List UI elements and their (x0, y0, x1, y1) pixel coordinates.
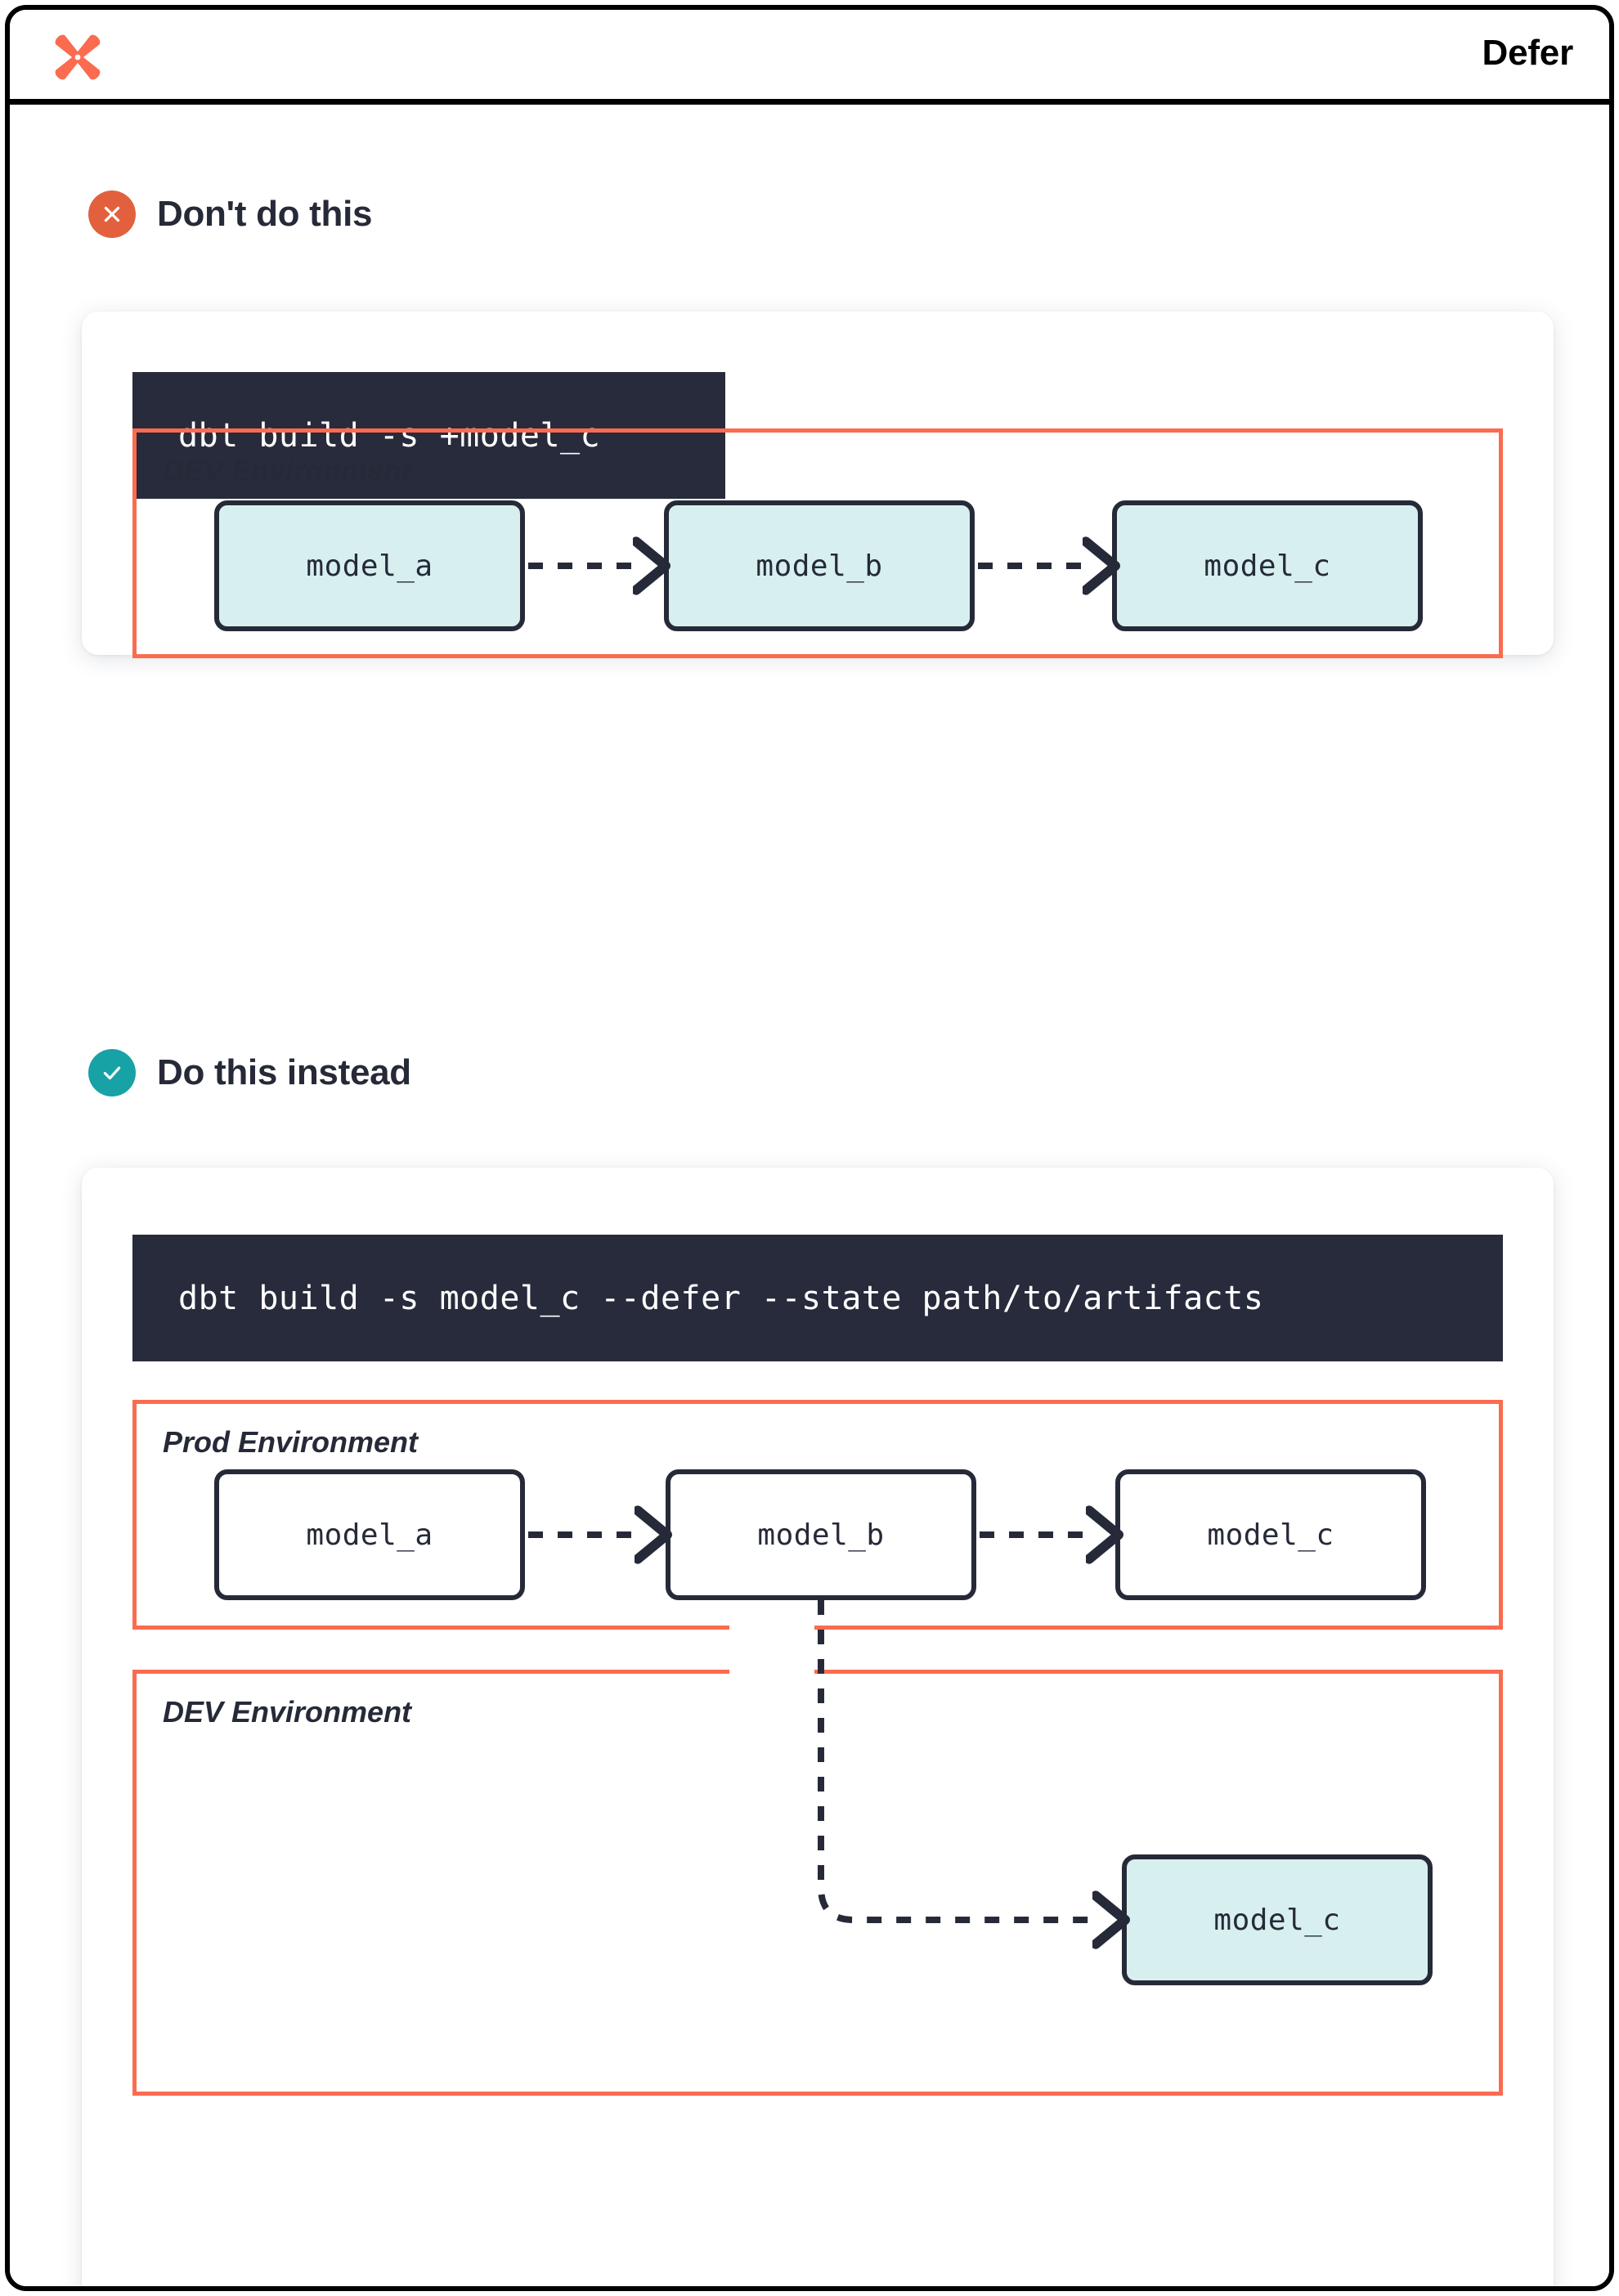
app-window: Defer Don't do this dbt build -s +model_… (5, 5, 1614, 2291)
node-model-c-dev1[interactable]: model_c (1112, 500, 1423, 631)
env-label: DEV Environment (163, 1695, 412, 1729)
x-circle-icon (88, 191, 136, 238)
section-title: Do this instead (157, 1052, 411, 1092)
window-title: Defer (1482, 33, 1574, 73)
env-label: DEV Environment (163, 454, 412, 487)
node-model-a-dev1[interactable]: model_a (214, 500, 525, 631)
node-model-a-prod[interactable]: model_a (214, 1469, 525, 1600)
check-circle-icon (88, 1049, 136, 1096)
env-box-dev-1: DEV Environment (132, 428, 1503, 658)
code-block-do-this-instead: dbt build -s model_c --defer --state pat… (132, 1235, 1503, 1361)
node-model-b-dev1[interactable]: model_b (664, 500, 975, 631)
border-gap-mask-dev (729, 1663, 814, 1678)
node-model-b-prod[interactable]: model_b (666, 1469, 976, 1600)
border-gap-mask-prod (729, 1622, 814, 1637)
code-block-dont-do-this: dbt build -s +model_c (132, 372, 725, 499)
page-body: Don't do this dbt build -s +model_c DEV … (10, 105, 1609, 2286)
section-header-dont-do-this: Don't do this (88, 191, 372, 238)
section-header-do-this-instead: Do this instead (88, 1049, 411, 1096)
node-model-c-dev2[interactable]: model_c (1122, 1854, 1433, 1985)
node-model-c-prod[interactable]: model_c (1115, 1469, 1426, 1600)
section-title: Don't do this (157, 194, 373, 234)
dbt-logo-icon (50, 29, 105, 85)
env-label: Prod Environment (163, 1425, 419, 1459)
title-bar: Defer (10, 10, 1609, 105)
